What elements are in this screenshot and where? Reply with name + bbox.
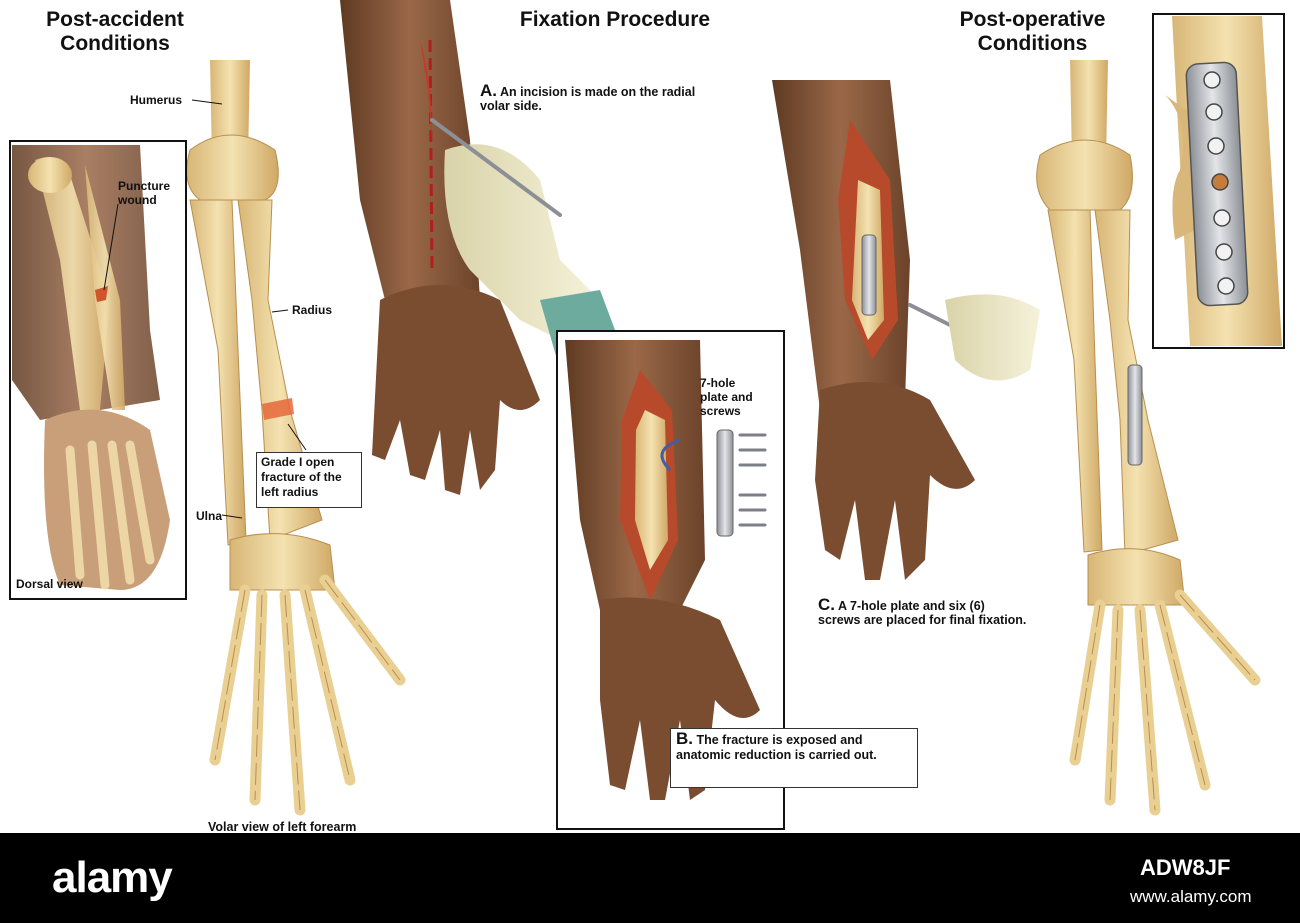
post-accident-title: Post-accident Conditions bbox=[46, 8, 184, 55]
postop-skeleton-illustration bbox=[1036, 60, 1261, 816]
step-b-letter: B. bbox=[676, 729, 693, 748]
volar-skeleton-illustration bbox=[186, 60, 406, 816]
exposure-arm-illustration bbox=[565, 340, 767, 800]
radius-label: Radius bbox=[292, 303, 333, 317]
leader-lines bbox=[103, 99, 307, 519]
incision-arm-illustration bbox=[340, 0, 615, 495]
illustration-canvas bbox=[11, 0, 1285, 830]
dorsal-view-illustration bbox=[11, 142, 184, 598]
humerus-label: Humerus bbox=[130, 93, 183, 107]
fixation-procedure-title: Fixation Procedure bbox=[519, 8, 711, 31]
step-b-caption-box: B. The fracture is exposed and anatomic … bbox=[670, 728, 918, 788]
step-a-text: An incision is made on the radial volar … bbox=[480, 85, 696, 113]
dorsal-view-label: Dorsal view bbox=[16, 577, 83, 591]
step-c-letter: C. bbox=[818, 595, 835, 614]
step-c-text: A 7-hole plate and six (6) screws are pl… bbox=[818, 599, 1027, 627]
plate-closeup-illustration bbox=[1165, 16, 1282, 346]
step-b-text: The fracture is exposed and anatomic red… bbox=[676, 733, 877, 762]
watermark-image-id: ADW8JF bbox=[1140, 855, 1231, 880]
post-operative-title: Post-operative Conditions bbox=[959, 8, 1106, 55]
dorsal-view-frame bbox=[9, 140, 187, 600]
watermark-logo: alamy bbox=[52, 853, 173, 902]
step-a-letter: A. bbox=[480, 81, 497, 100]
fixation-arm-illustration bbox=[772, 80, 1040, 580]
puncture-wound-label: Puncture wound bbox=[118, 179, 171, 207]
watermark-footer: alamy ADW8JF www.alamy.com bbox=[0, 833, 1300, 923]
fracture-callout-box: Grade I open fracture of the left radius bbox=[256, 452, 362, 508]
volar-view-label: Volar view of left forearm bbox=[208, 820, 357, 834]
plate-screws-label: 7-hole plate and screws bbox=[700, 376, 753, 418]
ulna-label: Ulna bbox=[196, 509, 223, 523]
watermark-url: www.alamy.com bbox=[1130, 887, 1252, 906]
step-c-caption: C. A 7-hole plate and six (6) screws are… bbox=[818, 595, 1028, 627]
step-a-caption: A. An incision is made on the radial vol… bbox=[480, 81, 700, 113]
